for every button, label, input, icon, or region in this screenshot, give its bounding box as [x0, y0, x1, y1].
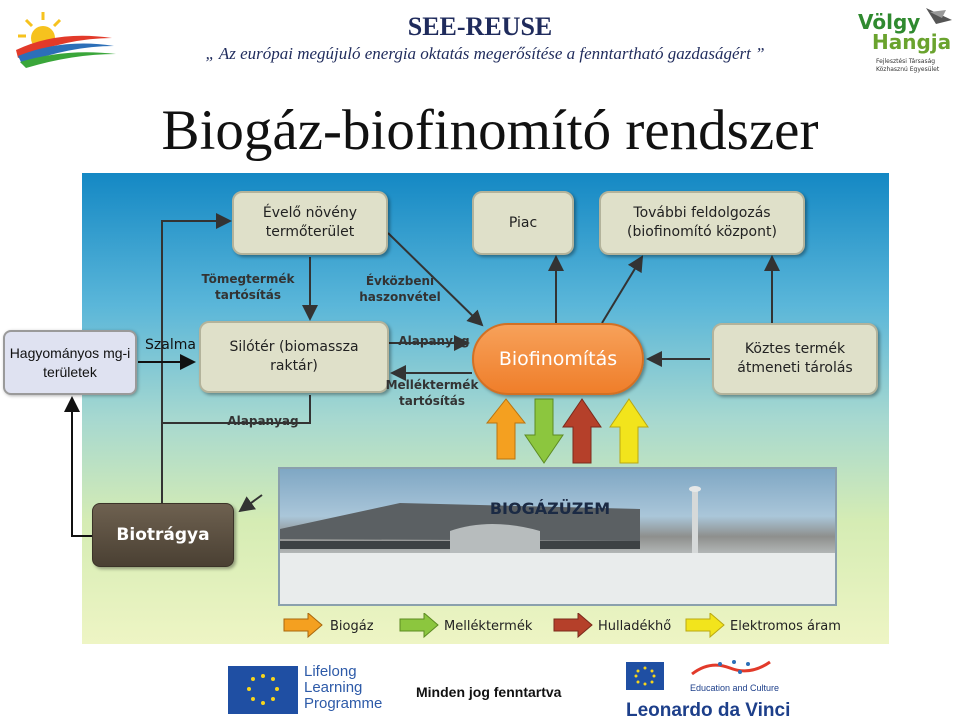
biorefinery-diagram: Évelő növény termőterület Piac További f… [82, 173, 889, 644]
legend-hulladekho: Hulladékhő [598, 619, 672, 634]
rights-reserved: Minden jog fenntartva [416, 684, 562, 700]
eu-flag-leonardo [626, 662, 664, 690]
label-tomegtermek: Tömegtermék tartósítás [201, 272, 295, 302]
education-culture-emblem [690, 656, 774, 682]
label-alapanyag-left: Alapanyag [227, 414, 299, 428]
slide-title: Biogáz-biofinomító rendszer [161, 99, 819, 162]
box-tovabbi-feldolgozas: További feldolgozás (biofinomító központ… [599, 191, 805, 255]
llp-logo-text: Lifelong Learning Programme [304, 664, 382, 712]
llp-line-1: Lifelong [304, 663, 357, 680]
project-subtitle: „ Az európai megújuló energia oktatás me… [205, 44, 765, 63]
logo-caption-2: Közhasznú Egyesület [876, 66, 940, 73]
box-koztes-termek: Köztes termék átmeneti tárolás [712, 323, 878, 395]
box-biofinomitas: Biofinomítás [472, 323, 644, 395]
box-hagyomanyos-teruletek: Hagyományos mg-i területek [3, 330, 137, 395]
leonardo-da-vinci-label: Leonardo da Vinci [626, 700, 791, 721]
straw-and-return-arrows [64, 354, 196, 537]
logo-word-bottom: Hangja [872, 30, 952, 54]
logo-word-top: Völgy [858, 10, 921, 34]
label-evkozbeni: Évközbeni haszonvétel [359, 274, 441, 304]
sun-logo [8, 8, 118, 68]
box-silo: Silótér (biomassza raktár) [199, 321, 389, 393]
box-evelo-noveny: Évelő növény termőterület [232, 191, 388, 255]
logo-caption-1: Fejlesztési Társaság [876, 58, 936, 65]
biogas-plant-title: BIOGÁZÜZEM [489, 499, 611, 518]
legend-mellektermek: Melléktermék [444, 619, 533, 634]
llp-line-2: Learning [304, 679, 363, 696]
llp-line-3: Programme [304, 695, 383, 712]
biogas-plant-photo: BIOGÁZÜZEM [278, 467, 837, 606]
legend-arrows [283, 613, 725, 639]
label-szalma: Szalma [145, 337, 196, 353]
education-culture-label: Education and Culture [690, 683, 780, 693]
box-biotragya: Biotrágya [92, 503, 234, 567]
legend-elektromos-aram: Elektromos áram [730, 619, 841, 634]
box-piac: Piac [472, 191, 574, 255]
eu-flag-llp [228, 666, 298, 714]
label-alapanyag-top: Alapanyag [398, 334, 470, 348]
legend-biogaz: Biogáz [330, 619, 374, 634]
project-title: SEE-REUSE [407, 12, 553, 41]
flow-arrows [161, 213, 780, 513]
label-mellektermek: Melléktermék tartósítás [385, 378, 479, 408]
volgy-hangja-logo: Völgy Hangja Fejlesztési Társaság Közhas… [856, 6, 956, 78]
